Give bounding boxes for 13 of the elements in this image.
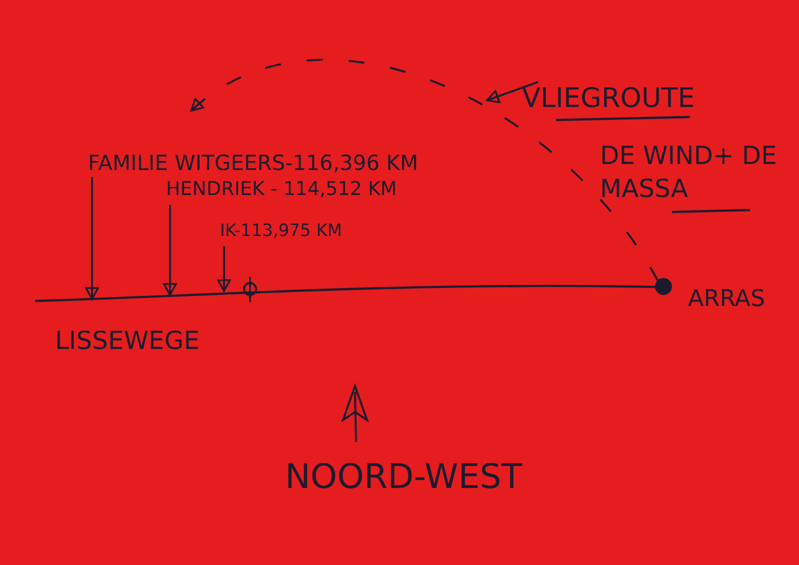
leader-arrow xyxy=(85,177,99,300)
leader-arrow xyxy=(217,246,231,292)
handwritten-text: LISSEWEGE xyxy=(55,325,201,357)
flight-route-arrow xyxy=(190,60,659,282)
handwritten-label: HENDRIEK - 114,512 KM xyxy=(166,177,466,205)
handwritten-label: VLIEGROUTE xyxy=(522,82,727,114)
handwritten-label: IK-113,975 KM xyxy=(220,220,420,246)
handwritten-label: FAMILIE WITGEERS-116,396 KM xyxy=(88,150,508,177)
place-label: ARRAS xyxy=(688,288,766,311)
handwritten-text: NOORD-WEST xyxy=(285,456,524,499)
leader-arrow xyxy=(163,205,177,296)
handwritten-text: DE WIND+ DE MASSA xyxy=(600,140,778,204)
leader-arrow xyxy=(486,81,538,104)
